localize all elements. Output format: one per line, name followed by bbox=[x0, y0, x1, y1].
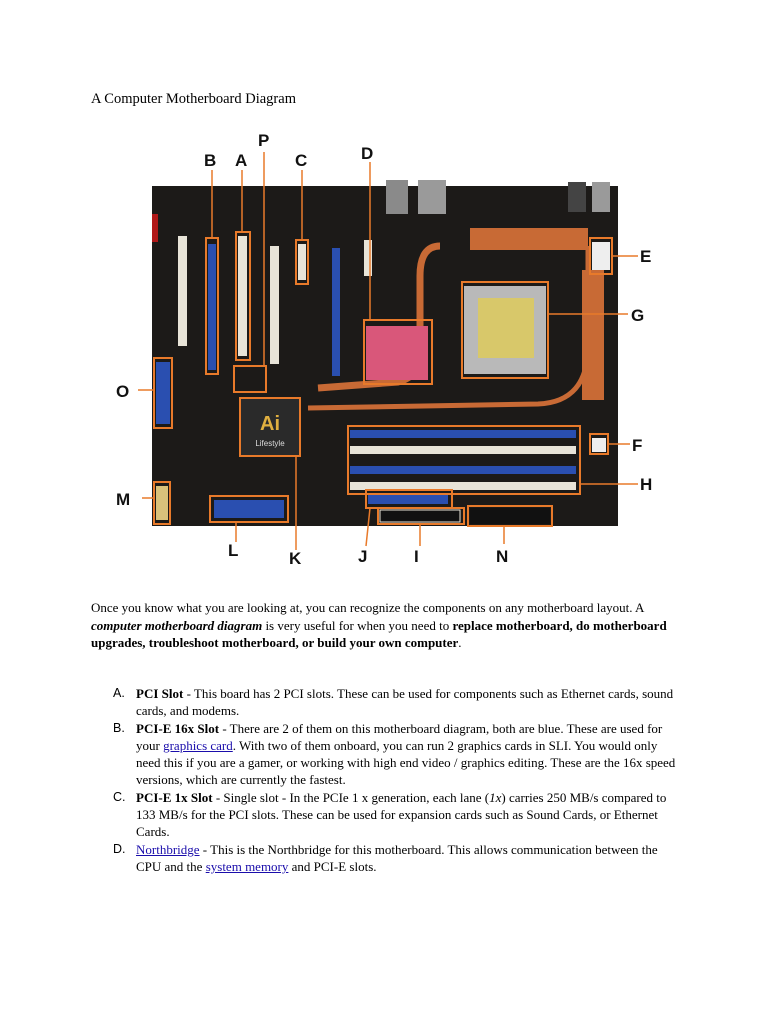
callout-label: C bbox=[295, 151, 307, 170]
pcie-16x-slot bbox=[332, 248, 340, 376]
northbridge-heatsink bbox=[366, 326, 428, 380]
list-marker: D. bbox=[113, 842, 126, 856]
callout-label: J bbox=[358, 547, 367, 566]
southbridge-chip bbox=[239, 397, 301, 457]
callout-label: L bbox=[228, 541, 238, 560]
sata-port bbox=[214, 500, 284, 518]
list-item: D.Northbridge - This is the Northbridge … bbox=[113, 842, 658, 874]
callout-label: P bbox=[258, 131, 269, 150]
list-item: B.PCI-E 16x Slot - There are 2 of them o… bbox=[113, 721, 676, 787]
callout-label: G bbox=[631, 306, 644, 325]
list-marker: C. bbox=[113, 790, 126, 804]
system-memory-link[interactable]: system memory bbox=[205, 859, 289, 874]
list-item: C.PCI-E 1x Slot - Single slot - In the P… bbox=[113, 790, 667, 839]
pcie-16x-slot bbox=[208, 244, 216, 370]
northbridge-link[interactable]: Northbridge bbox=[136, 842, 200, 857]
callout-label: E bbox=[640, 247, 651, 266]
callout-label: I bbox=[414, 547, 419, 566]
rear-audio bbox=[156, 362, 170, 424]
ide-connector bbox=[368, 494, 448, 504]
motherboard-diagram: Ai Lifestyle bbox=[116, 131, 652, 568]
chip-logo-subtext: Lifestyle bbox=[255, 439, 285, 448]
item-term: PCI-E 16x Slot bbox=[136, 721, 220, 736]
component-list: A.PCI Slot - This board has 2 PCI slots.… bbox=[91, 685, 681, 876]
io-port bbox=[568, 182, 586, 212]
item-term: PCI-E 1x Slot bbox=[136, 790, 213, 805]
io-port bbox=[592, 182, 610, 212]
chip-logo: Ai bbox=[260, 413, 280, 435]
intro-paragraph: Once you know what you are looking at, y… bbox=[91, 600, 667, 651]
heatsink-top bbox=[470, 228, 588, 250]
io-port bbox=[386, 180, 408, 214]
fan-header-f bbox=[592, 438, 606, 452]
callout-label: K bbox=[289, 549, 302, 568]
callout-label: O bbox=[116, 382, 129, 401]
page-title: A Computer Motherboard Diagram bbox=[91, 91, 296, 107]
intro-bold: replace motherboard, do motherboard upgr… bbox=[91, 617, 667, 651]
ram-slot bbox=[350, 446, 576, 454]
pci-slot bbox=[178, 236, 187, 346]
usb-header bbox=[156, 486, 168, 520]
ram-slot bbox=[350, 482, 576, 490]
pcie-1x-slot bbox=[298, 244, 306, 280]
callout-label: M bbox=[116, 490, 130, 509]
callout-label: N bbox=[496, 547, 508, 566]
list-item: A.PCI Slot - This board has 2 PCI slots.… bbox=[113, 686, 674, 718]
callout-label: B bbox=[204, 151, 216, 170]
list-marker: A. bbox=[113, 686, 125, 700]
graphics-card-link[interactable]: graphics card bbox=[163, 738, 233, 753]
callout-label: H bbox=[640, 475, 652, 494]
intro-emphasis: computer motherboard diagram bbox=[91, 617, 263, 633]
floppy-connector bbox=[379, 509, 461, 523]
list-marker: B. bbox=[113, 721, 125, 735]
io-port bbox=[418, 180, 446, 214]
callout-label: A bbox=[235, 151, 247, 170]
pci-slot bbox=[270, 246, 279, 364]
pci-slot bbox=[238, 236, 247, 356]
heatsink-right bbox=[582, 270, 604, 400]
callout-label: F bbox=[632, 436, 642, 455]
callout-label: D bbox=[361, 144, 373, 163]
item-term: PCI Slot bbox=[136, 686, 184, 701]
ram-slot bbox=[350, 430, 576, 438]
atx-power-connector bbox=[470, 508, 550, 524]
ram-slot bbox=[350, 466, 576, 474]
power-connector-e bbox=[592, 242, 610, 270]
